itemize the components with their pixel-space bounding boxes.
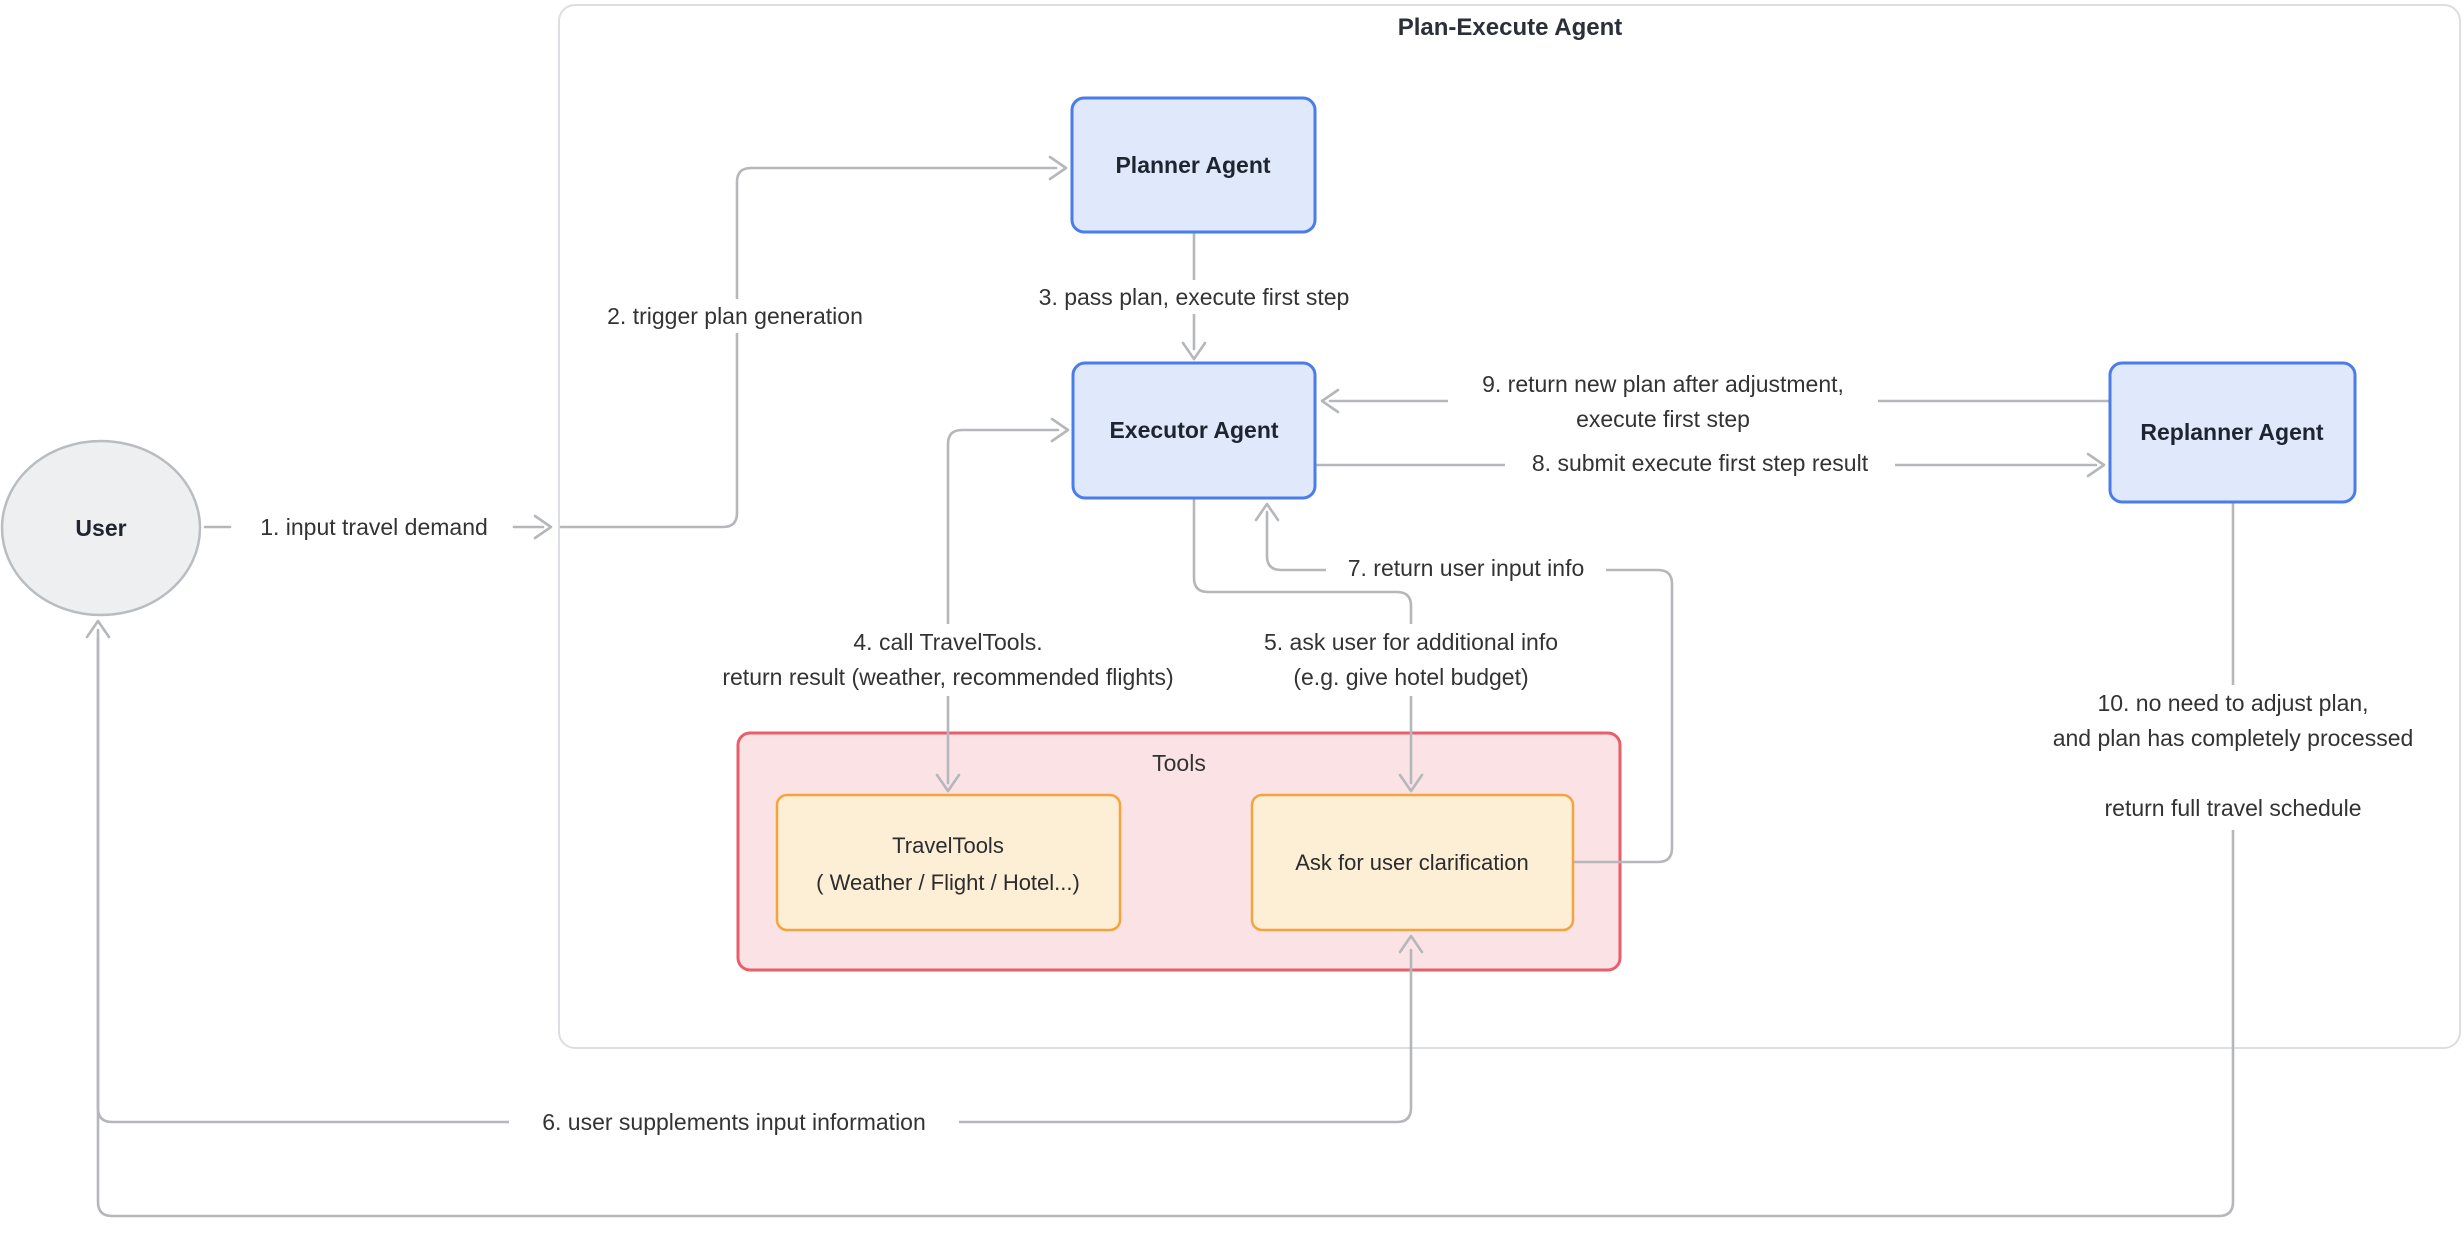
edge-9-label-line2: execute first step <box>1576 406 1750 432</box>
label-bg <box>238 510 510 544</box>
label-bg <box>509 1105 959 1139</box>
traveltools-label-line2: ( Weather / Flight / Hotel...) <box>816 870 1080 895</box>
label-bg <box>1326 551 1606 585</box>
edge-9-arrowhead <box>1320 388 1340 414</box>
label-bg <box>585 299 885 333</box>
edge-4-label-line1: 4. call TravelTools. <box>853 629 1042 655</box>
edge-7-line <box>1265 510 1674 864</box>
edge-4-arrowhead-to-traveltools <box>935 773 961 793</box>
edge-1-arrowhead <box>533 514 553 540</box>
edge-10-line <box>96 500 2235 1218</box>
edge-5-arrowhead <box>1398 773 1424 793</box>
planner-agent-node <box>1070 96 1317 234</box>
label-bg <box>1021 280 1367 314</box>
edge-10-label-line1: 10. no need to adjust plan, <box>2097 690 2368 716</box>
edge-10-label-line3: return full travel schedule <box>2105 795 2362 821</box>
user-node-label: User <box>75 515 126 541</box>
label-bg <box>1505 446 1895 480</box>
edge-9-label-line1: 9. return new plan after adjustment, <box>1482 371 1844 397</box>
edge-8-label: 8. submit execute first step result <box>1532 450 1869 476</box>
diagram-title: Plan-Execute Agent <box>1398 14 1623 41</box>
edge-7-arrowhead <box>1254 502 1280 522</box>
tools-group-label: Tools <box>1152 750 1206 776</box>
replanner-agent-label: Replanner Agent <box>2140 419 2324 445</box>
edge-3-label: 3. pass plan, execute first step <box>1039 284 1350 310</box>
edge-8-arrowhead <box>2086 452 2106 478</box>
edge-10-arrowhead <box>85 619 111 639</box>
edge-5-label-line2: (e.g. give hotel budget) <box>1293 664 1528 690</box>
edge-10-label-line2: and plan has completely processed <box>2053 725 2414 751</box>
edge-6-label: 6. user supplements input information <box>542 1109 926 1135</box>
traveltools-node <box>775 793 1122 932</box>
executor-agent-node <box>1071 361 1317 500</box>
edge-2-arrowhead <box>1048 155 1068 181</box>
edge-2-line <box>559 166 1058 529</box>
edge-4-arrowhead-to-executor <box>1050 417 1070 443</box>
edge-3-arrowhead <box>1181 341 1207 361</box>
edge-5-label-line1: 5. ask user for additional info <box>1264 629 1558 655</box>
ask-user-clarification-label: Ask for user clarification <box>1295 850 1529 875</box>
traveltools-label-line1: TravelTools <box>892 833 1004 858</box>
label-bg <box>698 624 1198 696</box>
label-bg <box>1251 624 1571 696</box>
label-bg <box>2028 685 2438 830</box>
edge-7-label: 7. return user input info <box>1348 555 1585 581</box>
executor-agent-label: Executor Agent <box>1109 417 1278 443</box>
user-node <box>0 439 202 617</box>
ask-user-clarification-node <box>1250 793 1575 932</box>
edge-4-label-line2: return result (weather, recommended flig… <box>722 664 1173 690</box>
replanner-agent-node <box>2108 361 2357 504</box>
planner-agent-label: Planner Agent <box>1115 152 1270 178</box>
edge-1-label: 1. input travel demand <box>260 514 488 540</box>
edge-6-arrowhead <box>1398 934 1424 954</box>
label-bg <box>1448 366 1878 436</box>
edge-4-line <box>946 428 1060 785</box>
edge-5-line <box>1192 496 1413 785</box>
edge-2-label: 2. trigger plan generation <box>607 303 863 329</box>
